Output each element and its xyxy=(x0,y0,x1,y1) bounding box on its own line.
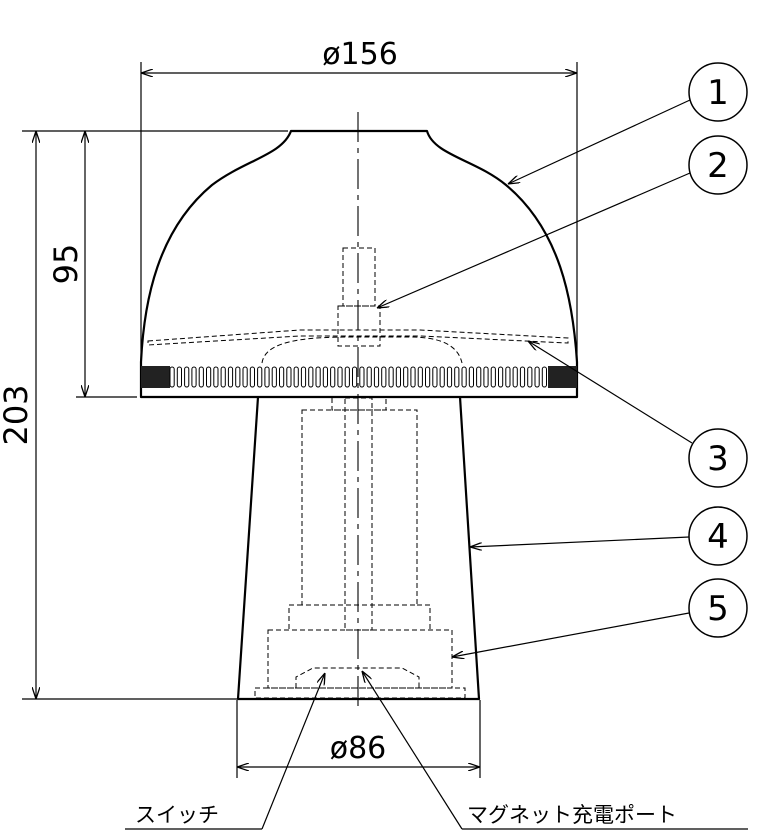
vent-slot xyxy=(176,366,183,388)
balloon-4-label: 4 xyxy=(707,517,729,557)
dim-head-height: 95 xyxy=(47,244,85,285)
leader-lines xyxy=(125,99,748,830)
vent-slot xyxy=(498,366,504,388)
vent-slot xyxy=(395,366,401,388)
vent-slot-edge xyxy=(548,366,577,388)
vent-slot xyxy=(213,366,219,388)
vent-slot xyxy=(264,366,270,388)
vent-slot xyxy=(308,366,314,388)
balloon-1-label: 1 xyxy=(707,73,729,113)
switch-callout: スイッチ xyxy=(135,803,219,827)
vent-slot xyxy=(366,366,372,388)
vent-slot-edge xyxy=(141,366,170,388)
balloon-1: 1 xyxy=(688,62,748,122)
vent-slot xyxy=(541,366,547,388)
vent-slot xyxy=(454,366,460,388)
vent-slot xyxy=(425,366,431,388)
vent-slot xyxy=(461,366,467,388)
balloon-3-label: 3 xyxy=(707,439,729,479)
dome-shade xyxy=(139,129,579,399)
balloon-3: 3 xyxy=(688,428,748,488)
dim-total-height: 203 xyxy=(0,384,35,445)
vent-slot xyxy=(322,366,328,388)
extension-lines xyxy=(22,62,578,778)
vent-slot xyxy=(257,366,263,388)
vent-slot xyxy=(417,366,423,388)
vent-slot xyxy=(373,366,380,388)
vent-slot xyxy=(206,366,212,388)
magnet-port-callout: マグネット充電ポート xyxy=(467,803,677,827)
vent-slot xyxy=(330,366,336,388)
vent-slot xyxy=(446,366,453,388)
vent-slot xyxy=(490,366,496,388)
vent-slot xyxy=(534,366,540,388)
vent-slot xyxy=(403,366,409,388)
internal-parts xyxy=(254,247,466,699)
vent-slot xyxy=(286,366,292,388)
balloon-5: 5 xyxy=(688,578,748,638)
vent-slot xyxy=(227,366,234,388)
vent-slot xyxy=(315,366,321,388)
vent-slot xyxy=(300,366,307,388)
balloon-4: 4 xyxy=(688,506,748,566)
vent-slot xyxy=(249,366,256,388)
vent-slot xyxy=(293,366,299,388)
vent-slot xyxy=(432,366,438,388)
vent-slot xyxy=(410,366,416,388)
vent-slot xyxy=(191,366,197,388)
vent-slot xyxy=(476,366,482,388)
vent-slot xyxy=(184,366,190,388)
vent-slot xyxy=(359,366,365,388)
vent-slot xyxy=(519,366,526,388)
vent-slot xyxy=(279,366,285,388)
balloon-2-label: 2 xyxy=(707,146,729,186)
vent-slot xyxy=(198,366,204,388)
vent-slot xyxy=(344,366,350,388)
vent-slot xyxy=(242,366,248,388)
dimension-lines xyxy=(36,73,577,767)
vent-slot xyxy=(381,366,387,388)
vent-slot xyxy=(352,366,358,388)
vent-slot xyxy=(483,366,489,388)
vent-slot xyxy=(512,366,518,388)
vent-slot xyxy=(505,366,511,388)
vent-slot xyxy=(439,366,445,388)
balloon-5-label: 5 xyxy=(707,589,729,629)
dim-top-diameter: ø156 xyxy=(322,37,398,72)
vent-slot xyxy=(169,366,175,388)
vent-slot xyxy=(527,366,533,388)
vent-slot-band xyxy=(141,366,577,388)
vent-slot xyxy=(337,366,343,388)
vent-slot xyxy=(220,366,226,388)
vent-slot xyxy=(271,366,277,388)
vent-slot xyxy=(468,366,474,388)
vent-slot xyxy=(235,366,241,388)
dim-bottom-diameter: ø86 xyxy=(330,731,387,766)
balloon-2: 2 xyxy=(688,135,748,195)
vent-slot xyxy=(388,366,394,388)
